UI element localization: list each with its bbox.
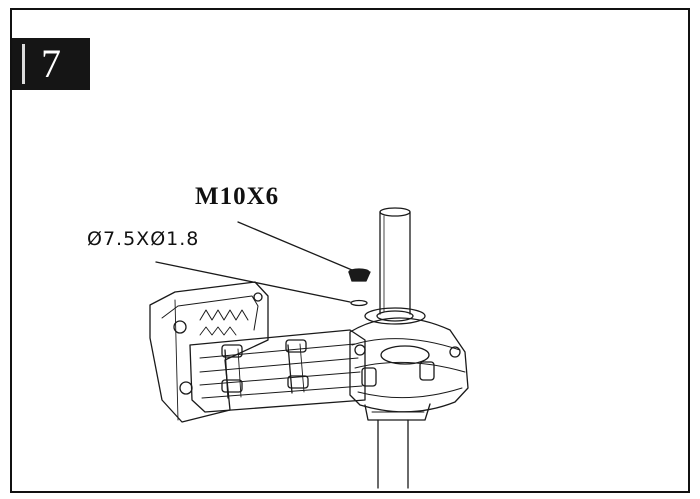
mounting-bracket [149, 281, 269, 423]
step-number: 7 [41, 41, 61, 86]
gearbox-head [349, 307, 469, 421]
diagram-frame [10, 8, 690, 493]
leader-lines [155, 221, 353, 303]
washer-callout-label: Ø7.5XØ1.8 [87, 228, 200, 250]
step-number-badge: 7 [12, 38, 90, 90]
screw-part [348, 268, 371, 282]
washer-part [350, 299, 368, 307]
arm-housing [189, 329, 366, 413]
drive-shaft [377, 207, 411, 489]
screw-callout-label: M10X6 [195, 183, 280, 210]
